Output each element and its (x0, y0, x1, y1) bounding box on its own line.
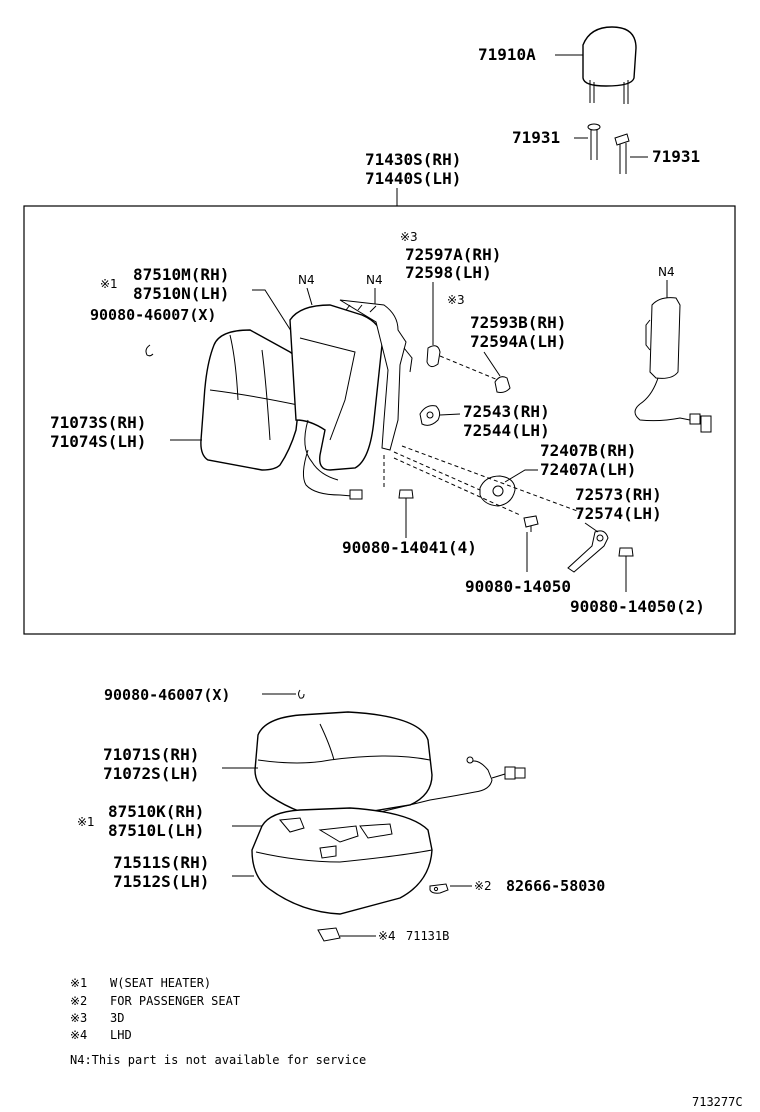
legend-mark: ※4 (70, 1028, 87, 1042)
n4-marker: N4 (658, 265, 675, 279)
link-illustration[interactable] (567, 530, 609, 573)
assembly-line (393, 457, 521, 516)
bracket-illustration[interactable] (317, 927, 341, 942)
seat-back-assembly-frame (23, 205, 736, 635)
seat-back-frame-illustration[interactable] (339, 299, 413, 451)
bolt-single-part-number: 90080-14050 (465, 577, 571, 596)
back-cover-rh-part-number: 71073S(RH) (50, 413, 146, 432)
leader-line (504, 469, 538, 483)
knob-illustration[interactable] (419, 405, 441, 426)
bolt-single-illustration[interactable] (523, 515, 539, 532)
leader-line (483, 351, 501, 377)
heater-back-mark: ※1 (100, 277, 118, 291)
mark-3-label: ※3 (447, 293, 465, 307)
cushion-cover-illustration[interactable] (254, 711, 433, 819)
bolt-2-illustration[interactable] (618, 547, 634, 562)
cushion-pad-lh-part-number: 71512S(LH) (113, 872, 209, 891)
clip-mark: ※2 (474, 879, 492, 893)
leader-line (584, 522, 599, 533)
headrest-guide-left-illustration[interactable] (587, 123, 601, 160)
heater-cushion-lh-part-number: 87510L(LH) (108, 821, 204, 840)
legend-text: W(SEAT HEATER) (110, 976, 211, 990)
n4-marker: N4 (366, 273, 383, 287)
recliner-cover-rh-part-number: 72597A(RH) (405, 245, 501, 264)
legend-text: LHD (110, 1028, 132, 1042)
hog-ring-back-illustration[interactable] (145, 344, 154, 357)
knob-rh-part-number: 72543(RH) (463, 402, 550, 421)
legend-mark: ※1 (70, 976, 87, 990)
link-lh-part-number: 72574(LH) (575, 504, 662, 523)
back-frame-lh-part-number: 71440S(LH) (365, 169, 461, 188)
cushion-cover-rh-part-number: 71071S(RH) (103, 745, 199, 764)
cover-72593-illustration[interactable] (494, 376, 511, 393)
bracket-part-number: 71131B (406, 929, 449, 943)
cover-72594-part-number: 72594A(LH) (470, 332, 566, 351)
back-cover-lh-part-number: 71074S(LH) (50, 432, 146, 451)
cushion-pad-rh-part-number: 71511S(RH) (113, 853, 209, 872)
cushion-cover-lh-part-number: 71072S(LH) (103, 764, 199, 783)
mark-3-label: ※3 (400, 230, 418, 244)
headrest-part-number: 71910A (478, 45, 536, 64)
leader-line (306, 287, 313, 306)
legend-mark: ※3 (70, 1011, 87, 1025)
clip-illustration[interactable] (429, 883, 449, 894)
recliner-cover-lh-part-number: 72598(LH) (405, 263, 492, 282)
seat-back-cover-illustration[interactable] (200, 329, 304, 471)
legend-mark: ※2 (70, 994, 87, 1008)
guide-right-part-number: 71931 (652, 147, 700, 166)
adjuster-rh-part-number: 72407B(RH) (540, 441, 636, 460)
link-rh-part-number: 72573(RH) (575, 485, 662, 504)
clip-part-number: 82666-58030 (506, 877, 605, 895)
bolt-4-part-number: 90080-14041(4) (342, 538, 477, 557)
heater-switch-illustration[interactable] (634, 297, 712, 433)
leader-line (252, 289, 301, 346)
cover-72593-part-number: 72593B(RH) (470, 313, 566, 332)
guide-left-part-number: 71931 (512, 128, 560, 147)
heater-back-rh-part-number: 87510M(RH) (133, 265, 229, 284)
headrest-guide-right-illustration[interactable] (614, 133, 630, 174)
hog-ring-cushion-part-number: 90080-46007(X) (104, 686, 230, 704)
legend-text: FOR PASSENGER SEAT (110, 994, 240, 1008)
heater-harness-back-illustration[interactable] (302, 449, 363, 500)
heater-harness-cushion-illustration[interactable] (379, 756, 526, 813)
assembly-line (401, 445, 581, 513)
hog-ring-back-part-number: 90080-46007(X) (90, 306, 216, 324)
heater-cushion-rh-part-number: 87510K(RH) (108, 802, 204, 821)
drawing-number: 713277C (692, 1095, 743, 1109)
footnote: N4:This part is not available for servic… (70, 1053, 366, 1067)
n4-marker: N4 (298, 273, 315, 287)
assembly-line (439, 355, 499, 381)
bolt-4-illustration[interactable] (398, 489, 414, 506)
heater-cushion-mark: ※1 (77, 815, 95, 829)
recliner-cover-illustration[interactable] (426, 345, 441, 368)
adjuster-lh-part-number: 72407A(LH) (540, 460, 636, 479)
back-frame-rh-part-number: 71430S(RH) (365, 150, 461, 169)
bolt-2-part-number: 90080-14050(2) (570, 597, 705, 616)
legend: ※1 W(SEAT HEATER) ※2 FOR PASSENGER SEAT … (70, 976, 240, 1042)
legend-text: 3D (110, 1011, 124, 1025)
bracket-mark: ※4 (378, 929, 396, 943)
seat-back-pad-illustration[interactable] (289, 304, 384, 481)
hog-ring-cushion-illustration[interactable] (298, 689, 305, 699)
cushion-pad-illustration[interactable] (251, 807, 433, 915)
headrest-illustration[interactable] (582, 26, 637, 104)
knob-lh-part-number: 72544(LH) (463, 421, 550, 440)
leader-line (439, 413, 461, 416)
heater-back-lh-part-number: 87510N(LH) (133, 284, 229, 303)
assembly-line (393, 451, 481, 491)
adjuster-illustration[interactable] (479, 475, 516, 507)
